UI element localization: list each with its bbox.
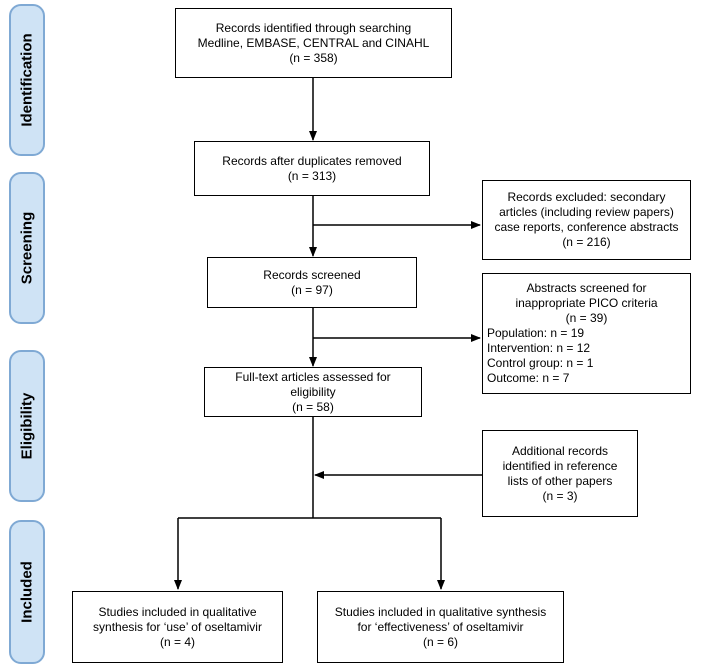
additional-line-3: lists of other papers xyxy=(507,473,613,488)
excluded-line-1: Records excluded: secondary xyxy=(507,190,666,204)
excluded-line-3: case reports, conference abstracts xyxy=(494,220,679,234)
use-line-2: synthesis for ‘use’ of oseltamivir xyxy=(93,619,262,634)
fulltext-line-2: eligibility xyxy=(290,384,336,399)
box-additional-records: Additional records identified in referen… xyxy=(482,430,638,517)
effectiveness-line-1: Studies included in qualitative synthesi… xyxy=(334,604,547,619)
excluded-count: (n = 216) xyxy=(562,235,611,249)
pico-population: Population: n = 19 xyxy=(487,326,585,340)
box-records-identified: Records identified through searching Med… xyxy=(175,8,452,78)
screened-label: Records screened xyxy=(263,267,361,282)
box-fulltext-assessed: Full-text articles assessed for eligibil… xyxy=(204,367,422,417)
effectiveness-count: (n = 6) xyxy=(422,634,458,649)
box-records-screened: Records screened (n = 97) xyxy=(207,257,417,308)
after-duplicates-label: Records after duplicates removed xyxy=(222,153,402,168)
effectiveness-line-2: for ‘effectiveness’ of oseltamivir xyxy=(357,619,524,634)
identified-line-1: Records identified through searching xyxy=(215,20,412,35)
additional-line-2: identified in reference xyxy=(502,458,618,473)
screened-count: (n = 97) xyxy=(291,282,333,297)
fulltext-line-1: Full-text articles assessed for xyxy=(235,369,391,384)
after-duplicates-count: (n = 313) xyxy=(287,168,337,183)
pico-count: (n = 39) xyxy=(565,311,608,325)
pico-control-group: Control group: n = 1 xyxy=(487,356,594,370)
pico-outcome: Outcome: n = 7 xyxy=(487,371,570,385)
pico-line-1: Abstracts screened for xyxy=(526,281,647,295)
fulltext-count: (n = 58) xyxy=(292,399,334,414)
stage-identification: Identification xyxy=(9,4,45,156)
pico-line-2: inappropriate PICO criteria xyxy=(515,296,658,310)
box-included-effectiveness: Studies included in qualitative synthesi… xyxy=(317,591,564,663)
identified-line-2: Medline, EMBASE, CENTRAL and CINAHL xyxy=(197,35,430,50)
use-count: (n = 4) xyxy=(159,634,195,649)
additional-line-1: Additional records xyxy=(511,443,609,458)
stage-included: Included xyxy=(9,520,45,664)
stage-eligibility: Eligibility xyxy=(9,350,45,502)
box-included-use: Studies included in qualitative synthesi… xyxy=(72,591,283,663)
use-line-1: Studies included in qualitative xyxy=(98,604,257,619)
box-after-duplicates: Records after duplicates removed (n = 31… xyxy=(194,141,430,196)
box-pico-criteria: Abstracts screened for inappropriate PIC… xyxy=(482,273,691,394)
stage-screening: Screening xyxy=(9,172,45,324)
pico-intervention: Intervention: n = 12 xyxy=(487,341,591,355)
box-records-excluded: Records excluded: secondary articles (in… xyxy=(482,180,691,260)
excluded-line-2: articles (including review papers) xyxy=(499,205,674,219)
identified-count: (n = 358) xyxy=(289,50,338,65)
additional-count: (n = 3) xyxy=(542,488,578,503)
